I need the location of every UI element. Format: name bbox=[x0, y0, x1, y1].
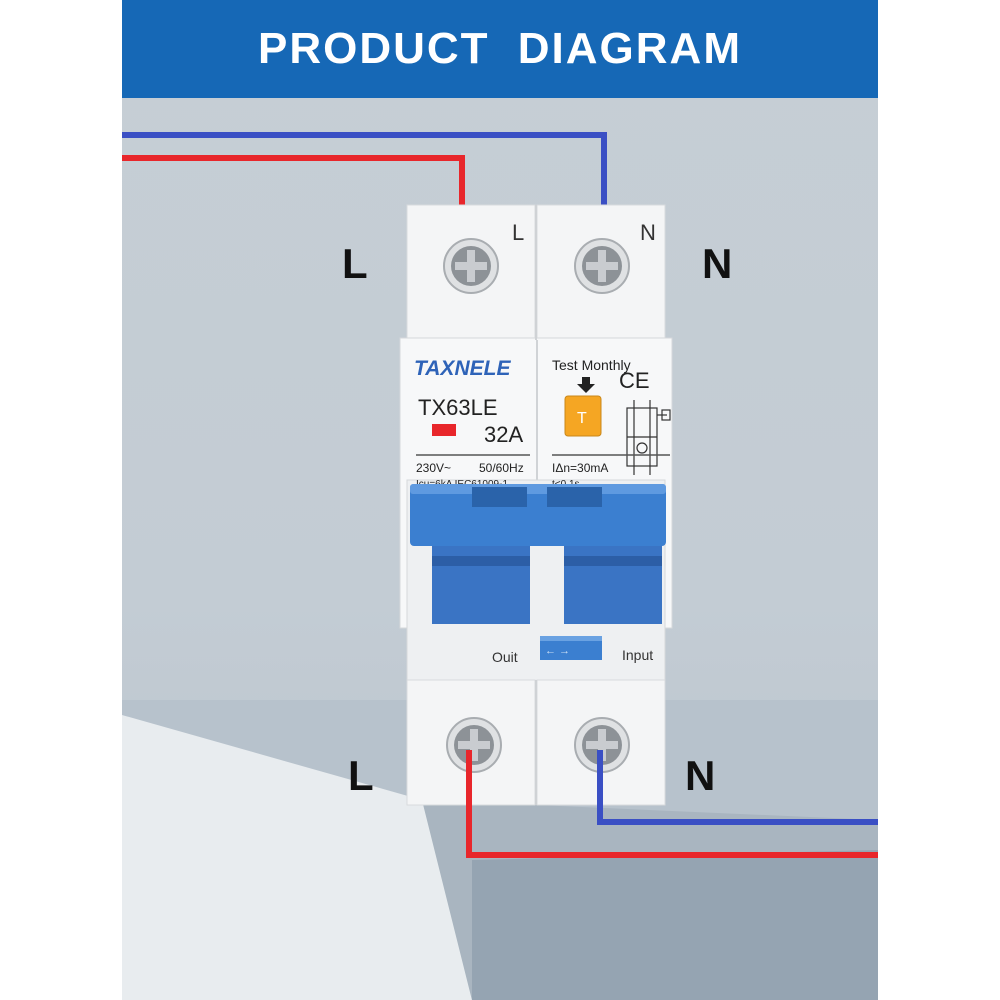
label-live-bottom: L bbox=[348, 752, 374, 799]
model-label: TX63LE bbox=[418, 395, 498, 420]
screw-bottom-right bbox=[574, 717, 630, 773]
bottom-live-wire bbox=[466, 750, 878, 858]
status-indicator-red bbox=[432, 424, 456, 436]
page-title: PRODUCT DIAGRAM bbox=[122, 0, 878, 98]
label-neutral-top: N bbox=[702, 240, 733, 287]
rating-label: 32A bbox=[484, 422, 523, 447]
diagram-canvas: L N TAXNELE TX63LE 32A 230V~ 50/60Hz Icu… bbox=[122, 132, 878, 1000]
test-monthly-label: Test Monthly bbox=[552, 357, 631, 373]
left-margin bbox=[0, 0, 122, 1000]
test-button[interactable] bbox=[564, 395, 602, 437]
test-button-label: T bbox=[577, 410, 587, 427]
screw-top-left bbox=[443, 238, 499, 294]
terminal-label-l: L bbox=[512, 220, 524, 245]
frequency-label: 50/60Hz bbox=[479, 461, 524, 475]
background-block-front bbox=[472, 850, 878, 1000]
screw-top-right bbox=[574, 238, 630, 294]
out-label: Ouit bbox=[492, 649, 518, 665]
brand-logo: TAXNELE bbox=[414, 357, 511, 380]
voltage-label: 230V~ bbox=[416, 461, 451, 475]
breaker-handle[interactable] bbox=[410, 484, 666, 624]
label-neutral-bottom: N bbox=[685, 752, 716, 799]
test-arrow-icon bbox=[577, 377, 595, 393]
bottom-neutral-wire bbox=[597, 750, 878, 825]
background-block-left bbox=[122, 715, 472, 1000]
wiring-schematic-icon bbox=[626, 400, 671, 475]
label-live-top: L bbox=[342, 240, 368, 287]
screw-bottom-left bbox=[446, 717, 502, 773]
product-diagram-scene: L N TAXNELE TX63LE 32A 230V~ 50/60Hz Icu… bbox=[122, 0, 878, 1000]
residual-current-label: IΔn=30mA bbox=[552, 461, 608, 475]
terminal-label-n: N bbox=[640, 220, 656, 245]
svg-text:← →: ← → bbox=[545, 645, 570, 657]
ce-mark: CE bbox=[619, 368, 650, 393]
input-label: Input bbox=[622, 647, 653, 663]
right-margin bbox=[878, 0, 1000, 1000]
